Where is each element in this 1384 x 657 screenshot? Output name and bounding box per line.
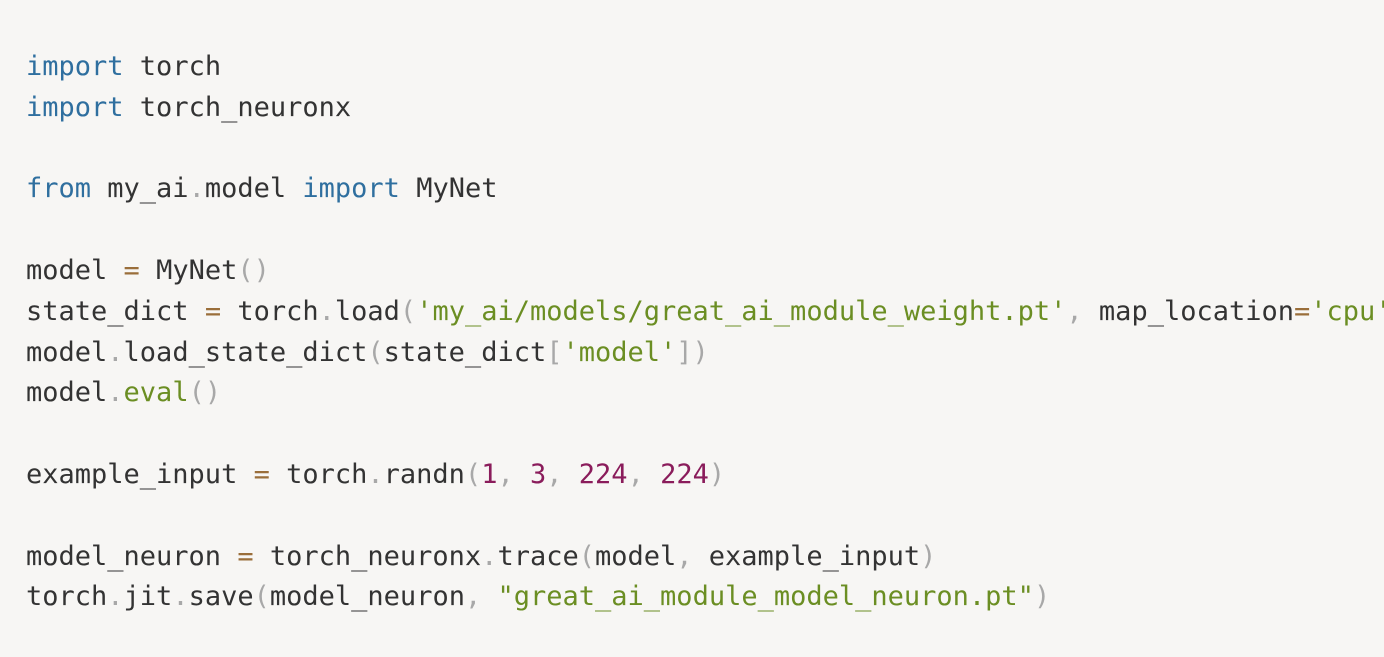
code-token-plain: torch	[26, 581, 108, 613]
code-token-keyword: import	[26, 51, 124, 82]
code-token-punct: ,	[1066, 295, 1083, 327]
code-token-punct: (	[399, 295, 417, 327]
code-token-string: 'model'	[562, 336, 677, 368]
code-token-number: 1	[481, 458, 498, 490]
code-token-punct: (	[367, 336, 384, 368]
code-token-punct: .	[481, 540, 498, 572]
blank-line	[26, 129, 1384, 170]
code-token-plain: torch	[221, 295, 319, 327]
code-line: model.load_state_dict(state_dict['model'…	[26, 333, 1384, 374]
code-token-plain: MyNet	[139, 254, 238, 286]
code-token-plain: model_neuron	[269, 581, 465, 613]
code-token-keyword: import	[26, 91, 124, 123]
code-line: import torch_neuronx	[26, 88, 1384, 129]
code-token-punct: (	[464, 458, 482, 490]
code-token-punct: .	[107, 377, 124, 409]
code-token-plain: MyNet	[399, 173, 498, 205]
code-token-op: =	[123, 254, 140, 286]
code-line: model = MyNet()	[26, 251, 1384, 292]
blank-line	[26, 414, 1384, 455]
code-token-number: 224	[578, 458, 628, 490]
code-token-punct: ,	[676, 540, 693, 572]
code-token-plain: my_ai	[91, 173, 189, 205]
code-token-keyword: from	[26, 173, 92, 205]
code-token-punct: ,	[546, 458, 563, 490]
code-token-string: 'cpu'	[1310, 295, 1384, 327]
code-token-punct: )	[1033, 581, 1051, 613]
code-token-keyword: import	[302, 173, 400, 205]
code-line: model_neuron = torch_neuronx.trace(model…	[26, 537, 1384, 578]
code-line: model.eval()	[26, 373, 1384, 414]
code-token-punct: .	[188, 173, 205, 205]
code-token-number: 3	[530, 458, 547, 490]
code-token-punct: .	[107, 336, 124, 368]
code-token-punct: ,	[497, 458, 514, 490]
code-token-punct: .	[107, 581, 124, 613]
code-token-plain: load_state_dict	[123, 336, 368, 368]
code-token-punct: )	[708, 458, 726, 490]
code-token-plain: jit	[123, 581, 173, 613]
code-token-punct: [	[546, 336, 563, 368]
code-token-plain: example_input	[692, 540, 921, 572]
code-token-plain: load	[334, 295, 400, 327]
code-line: import torch	[26, 47, 1384, 88]
code-token-op: =	[1294, 295, 1311, 327]
code-token-plain: torch_neuronx	[253, 540, 482, 572]
code-token-punct: (	[578, 540, 595, 572]
code-token-plain: model	[594, 540, 677, 572]
code-token-punct: ])	[676, 336, 709, 368]
code-token-plain: model_neuron	[26, 540, 238, 572]
code-token-plain: model	[26, 254, 124, 286]
code-token-plain: model	[26, 377, 108, 409]
code-token-plain: model	[26, 336, 108, 368]
code-token-plain: model	[204, 173, 303, 205]
blank-line	[26, 210, 1384, 251]
code-token-punct: .	[172, 581, 189, 613]
code-token-plain	[563, 459, 579, 490]
code-token-plain: save	[188, 581, 254, 613]
code-token-plain	[481, 581, 497, 612]
code-token-op: =	[204, 295, 222, 327]
code-token-plain	[514, 459, 530, 490]
code-line: example_input = torch.randn(1, 3, 224, 2…	[26, 455, 1384, 496]
code-token-string: "great_ai_module_model_neuron.pt"	[497, 581, 1034, 613]
code-token-plain: randn	[383, 458, 465, 490]
code-token-punct: ()	[188, 377, 222, 409]
code-token-punct: (	[253, 581, 270, 613]
code-token-plain: torch	[123, 51, 222, 82]
code-token-plain: example_input	[26, 458, 254, 490]
code-token-punct: ,	[627, 458, 644, 490]
code-token-punct: .	[367, 458, 384, 490]
code-token-punct: ,	[464, 581, 482, 613]
code-token-number: 224	[660, 458, 709, 490]
code-token-builtin: eval	[123, 377, 189, 409]
code-token-op: =	[253, 458, 270, 490]
code-token-plain: trace	[497, 540, 579, 572]
code-token-plain: state_dict	[383, 336, 547, 368]
code-token-plain: torch	[269, 458, 368, 490]
code-token-plain: state_dict	[26, 295, 205, 327]
code-line: from my_ai.model import MyNet	[26, 169, 1384, 210]
code-line: torch.jit.save(model_neuron, "great_ai_m…	[26, 577, 1384, 618]
code-line: state_dict = torch.load('my_ai/models/gr…	[26, 292, 1384, 333]
blank-line	[26, 496, 1384, 537]
code-token-plain: map_location	[1082, 295, 1294, 327]
code-token-plain: torch_neuronx	[123, 91, 352, 123]
code-token-string: 'my_ai/models/great_ai_module_weight.pt'	[416, 295, 1067, 327]
code-token-punct: ()	[237, 254, 270, 286]
code-token-plain	[644, 459, 660, 490]
code-token-op: =	[237, 540, 254, 572]
code-token-punct: .	[318, 295, 335, 327]
code-token-punct: )	[920, 540, 937, 572]
